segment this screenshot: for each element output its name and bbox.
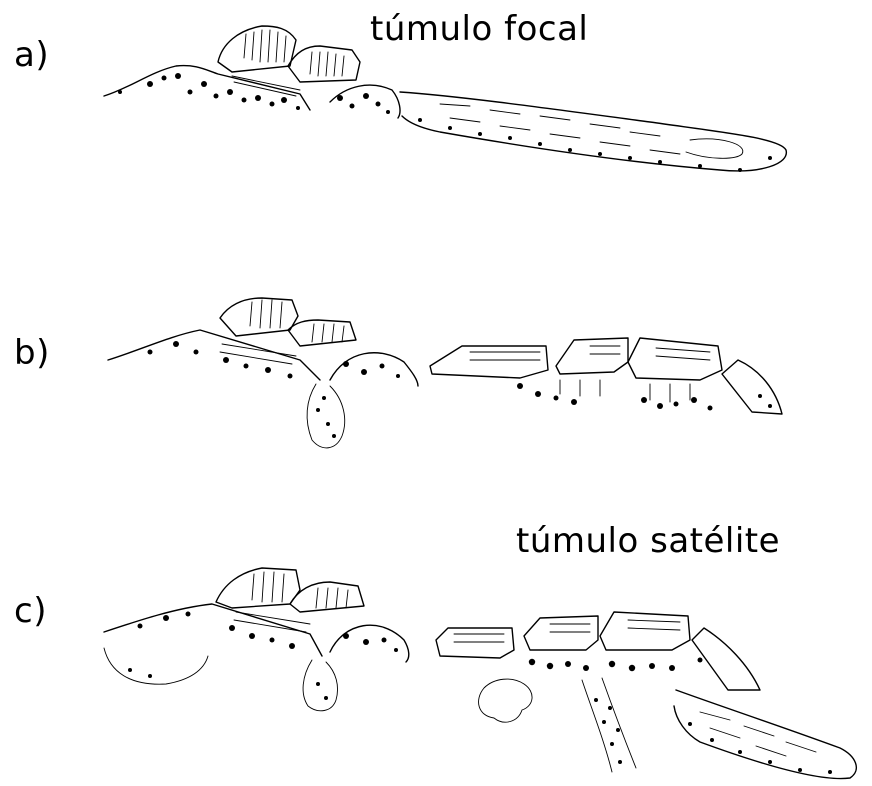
focal-mound-plate-b1 <box>220 298 298 336</box>
rubble-outline-c <box>104 604 409 662</box>
panel-a-sketch <box>104 26 786 172</box>
lava-channel-inner <box>686 139 743 158</box>
satellite-rubble-b <box>517 383 772 411</box>
drip-lobe-c <box>303 660 337 711</box>
satellite-rubble-c <box>529 658 703 672</box>
satellite-block-c3 <box>600 612 690 650</box>
satellite-block-c1 <box>436 628 514 658</box>
panel-c-sketch <box>104 568 856 779</box>
satellite-block-c2 <box>524 616 598 650</box>
lava-channel-flowlines <box>440 104 680 154</box>
focal-mound-plate-c1 <box>216 568 300 608</box>
satellite-block-b1 <box>430 346 548 378</box>
drip-lobe-b <box>307 384 345 448</box>
rubble-dots-a <box>118 73 390 114</box>
satellite-flow-dots <box>594 698 622 764</box>
lava-channel-outline <box>400 92 786 171</box>
rubble-dots-b <box>148 341 401 438</box>
rubble-outline-a <box>104 66 400 118</box>
satellite-long-flow <box>674 690 856 779</box>
left-lobe-c <box>104 648 208 684</box>
satellite-block-b4 <box>722 360 782 414</box>
satellite-flow-middle <box>582 678 636 772</box>
satellite-block-hatching-c <box>454 620 680 642</box>
satellite-block-b2 <box>556 338 628 374</box>
focal-mound-plate-left <box>218 26 296 72</box>
lava-channel-dots <box>418 118 772 172</box>
satellite-lobe-left <box>479 679 533 722</box>
rubble-outline-b <box>108 330 418 386</box>
satellite-long-flow-dots <box>688 722 832 774</box>
panel-b-sketch <box>108 298 782 448</box>
satellite-block-b3 <box>628 338 722 380</box>
focal-mound-hatching <box>232 30 344 96</box>
focal-mound-plate-right <box>288 46 360 82</box>
satellite-block-hatching-b <box>470 346 710 402</box>
